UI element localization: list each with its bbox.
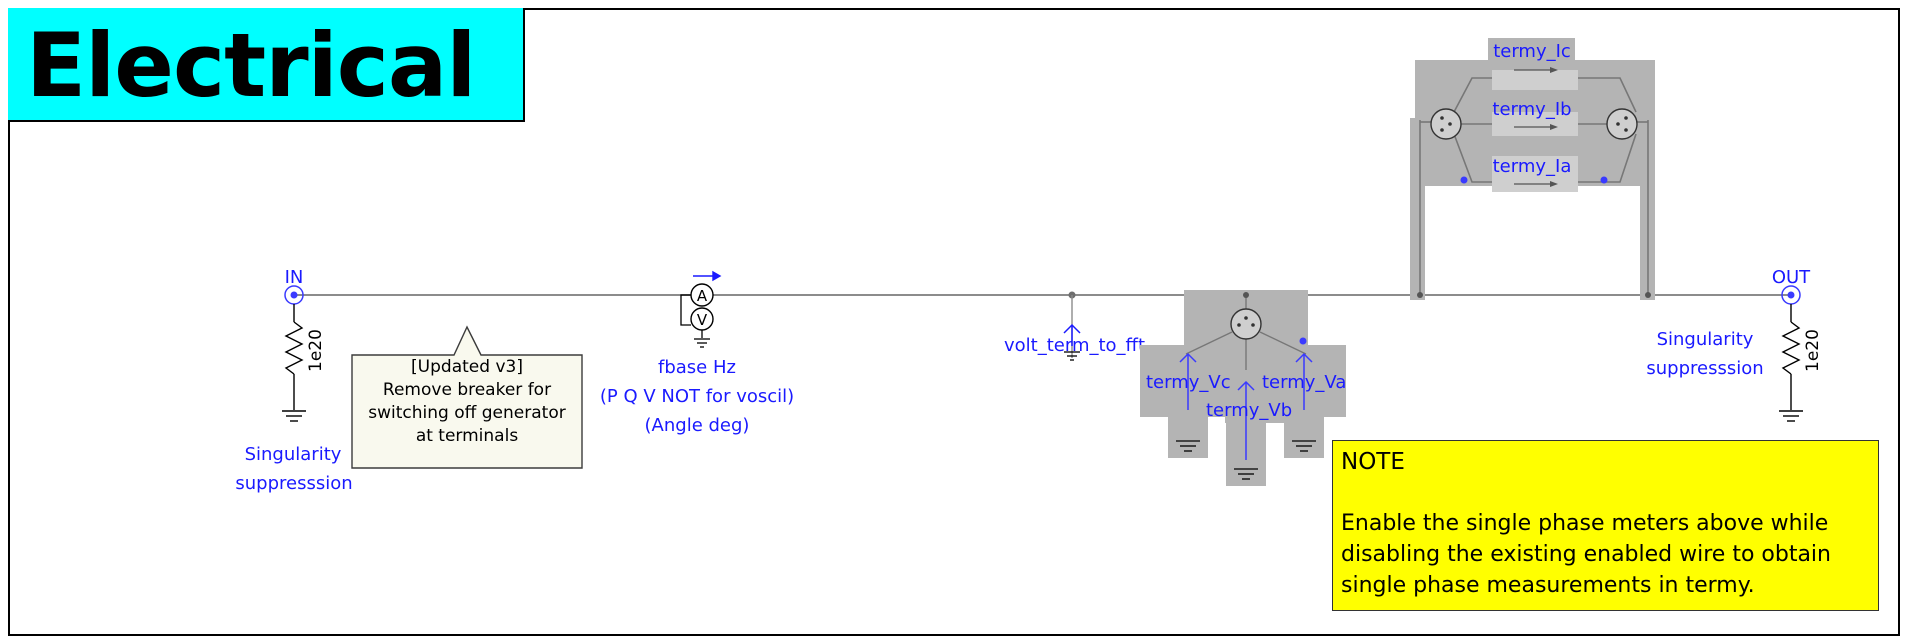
right-caption-line2: suppresssion	[1646, 358, 1763, 379]
page-frame	[8, 8, 1900, 636]
current-phase-marker-right	[1600, 176, 1608, 184]
callout-text: [Updated v3] Remove breaker for switchin…	[352, 356, 582, 448]
direction-arrow-icon	[693, 270, 722, 282]
right-ground-icon	[1779, 410, 1803, 422]
voltage-meter-highlight	[1140, 290, 1346, 486]
note-title: NOTE	[1341, 449, 1405, 475]
ammeter-icon[interactable]: A	[690, 283, 714, 307]
termy-vb-arrow-icon[interactable]	[1237, 380, 1255, 460]
fft-ground-icon	[1064, 351, 1080, 361]
termy-ia-meter[interactable]	[1492, 156, 1578, 192]
termy-ic-label: termy_Ic	[1493, 41, 1571, 62]
current-phase-marker-left	[1460, 176, 1468, 184]
fft-node-label: volt_term_to_fft	[1004, 335, 1145, 356]
callout-line-2: Remove breaker for	[382, 380, 552, 400]
voltmeter-symbol: V	[697, 311, 708, 329]
current-right-splitter-icon[interactable]	[1606, 108, 1638, 140]
current-right-tap	[1645, 292, 1651, 298]
termy-vc-arrow-icon[interactable]	[1179, 352, 1197, 410]
fft-voltage-arrow-icon	[1063, 323, 1081, 346]
termy-ib-meter[interactable]	[1492, 112, 1578, 136]
callout-line-4: at terminals	[415, 426, 519, 446]
voltage-ground-icons	[1176, 440, 1316, 480]
callout-box[interactable]	[351, 325, 583, 469]
termy-vb-label: termy_Vb	[1206, 400, 1292, 421]
termy-vc-label: termy_Vc	[1146, 372, 1231, 393]
termy-ib-label: termy_Ib	[1492, 99, 1571, 120]
left-ground-icon	[282, 410, 306, 422]
left-resistor[interactable]	[284, 304, 304, 410]
meter-wiring	[680, 294, 710, 348]
in-port-label: IN	[285, 267, 304, 288]
ammeter-symbol: A	[697, 287, 708, 305]
termy-ic-meter[interactable]	[1492, 67, 1578, 90]
page-title-banner: Electrical	[8, 8, 525, 122]
left-caption-line1: Singularity	[245, 444, 342, 465]
current-left-tap	[1417, 292, 1423, 298]
note-box[interactable]: NOTE Enable the single phase meters abov…	[1332, 440, 1879, 611]
right-resistor-value: 1e20	[1803, 329, 1823, 372]
voltage-meter-wiring	[1185, 292, 1307, 370]
right-caption-line1: Singularity	[1657, 329, 1754, 350]
callout-line-1: [Updated v3]	[411, 357, 523, 377]
voltmeter-icon[interactable]: V	[690, 307, 714, 331]
voltage-splitter-icon[interactable]	[1230, 308, 1262, 340]
right-resistor[interactable]	[1781, 304, 1801, 410]
page-title: Electrical	[26, 14, 476, 117]
termy-va-arrow-icon[interactable]	[1295, 352, 1313, 410]
callout-line-3: switching off generator	[368, 403, 566, 423]
meter-label-line3: (Angle deg)	[645, 415, 750, 436]
current-left-splitter-icon[interactable]	[1430, 108, 1462, 140]
out-port-label: OUT	[1772, 267, 1811, 288]
meter-label-line2: (P Q V NOT for voscil)	[600, 386, 794, 407]
termy-va-label: termy_Va	[1262, 372, 1346, 393]
left-caption-line2: suppresssion	[235, 473, 352, 494]
voltage-phase-marker	[1299, 337, 1307, 345]
termy-ia-label: termy_Ia	[1493, 156, 1572, 177]
note-body: Enable the single phase meters above whi…	[1341, 511, 1831, 598]
meter-label-line1: fbase Hz	[658, 357, 736, 378]
left-resistor-value: 1e20	[306, 329, 326, 372]
